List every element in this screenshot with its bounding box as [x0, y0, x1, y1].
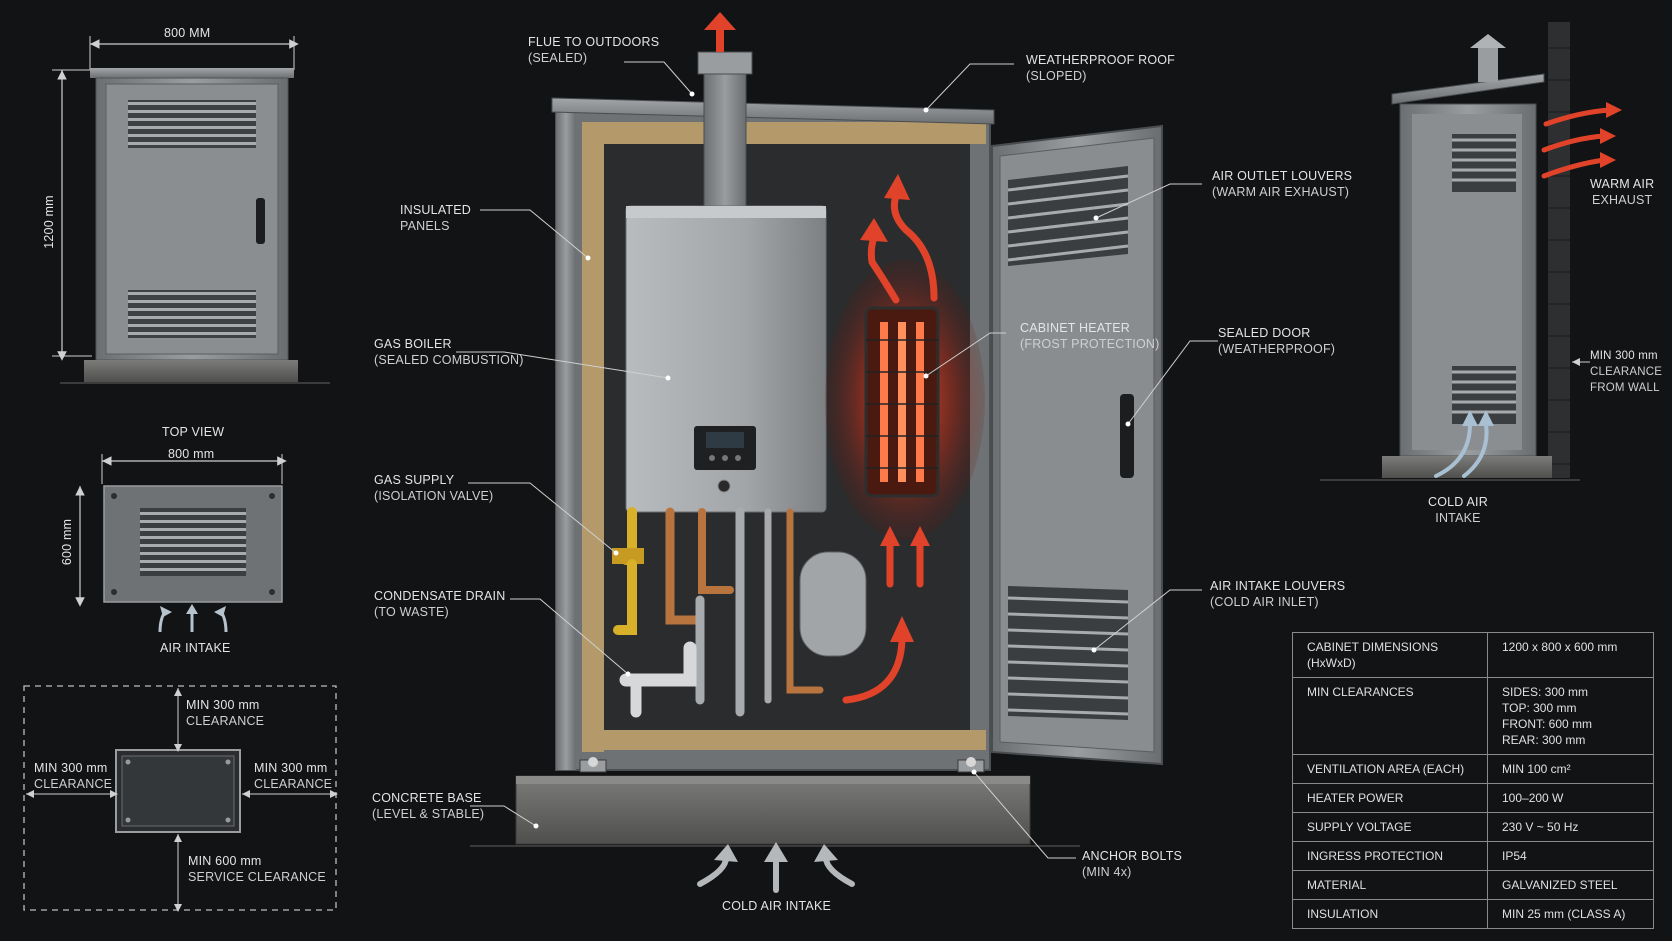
callout-anchor-bolts: ANCHOR BOLTS(MIN 4x): [1082, 849, 1183, 879]
top-view-width-label: 800 mm: [168, 447, 215, 461]
front-upper-louvers: [128, 100, 256, 148]
door-outlet-louvers: [1007, 166, 1129, 266]
spec-row: HEATER POWER 100–200 W: [1292, 783, 1654, 813]
callout-outlet-louvers: AIR OUTLET LOUVERS(WARM AIR EXHAUST): [1212, 169, 1353, 199]
spec-row: MATERIAL GALVANIZED STEEL: [1292, 870, 1654, 900]
spec-row: INSULATION MIN 25 mm (CLASS A): [1292, 899, 1654, 929]
callout-intake-louvers: AIR INTAKE LOUVERS(COLD AIR INLET): [1210, 579, 1346, 609]
spec-value-line: GALVANIZED STEEL: [1502, 878, 1618, 892]
spec-value: GALVANIZED STEEL: [1487, 870, 1654, 900]
clearance-plan: [23, 685, 338, 912]
leader-lines: [456, 61, 1218, 859]
anchor-bolt-icon: [579, 757, 985, 773]
spec-value: SIDES: 300 mm TOP: 300 mm FRONT: 600 mm REA…: [1487, 677, 1654, 755]
spec-value: IP54: [1487, 841, 1654, 871]
spec-key: INSULATION: [1292, 899, 1488, 929]
flue-arrow-up-icon: [704, 12, 736, 52]
spec-value-line: FRONT: 600 mm: [1502, 717, 1593, 731]
spec-row: MIN CLEARANCES SIDES: 300 mm TOP: 300 mm FR…: [1292, 677, 1654, 755]
warm-air-arrow-icon: [1541, 107, 1613, 179]
specifications-table: CABINET DIMENSIONS (HxWxD) 1200 x 800 x 6…: [1292, 632, 1654, 929]
front-lower-louvers: [128, 290, 256, 338]
spec-value: 230 V ~ 50 Hz: [1487, 812, 1654, 842]
spec-value-line: SIDES: 300 mm: [1502, 685, 1589, 699]
boiler-pipework: [612, 507, 824, 718]
top-view-depth-label: 600 mm: [60, 518, 75, 566]
top-view: [75, 454, 287, 633]
cold-air-arrow-icon: [1434, 422, 1489, 478]
callout-sealed-door: SEALED DOOR(WEATHERPROOF): [1218, 326, 1336, 356]
callout-concrete-base: CONCRETE BASE(LEVEL & STABLE): [372, 791, 485, 821]
spec-value-line: 1200 x 800 x 600 mm: [1502, 640, 1618, 654]
callout-cabinet-heater: CABINET HEATER(FROST PROTECTION): [1020, 321, 1160, 351]
callout-gas-supply: GAS SUPPLY(ISOLATION VALVE): [374, 473, 494, 503]
spec-key: INGRESS PROTECTION: [1292, 841, 1488, 871]
spec-key: CABINET DIMENSIONS (HxWxD): [1292, 632, 1488, 678]
door-intake-louvers: [1007, 586, 1129, 720]
door-handle-icon: [256, 198, 265, 244]
spec-value: 100–200 W: [1487, 783, 1654, 813]
spec-row: CABINET DIMENSIONS (HxWxD) 1200 x 800 x 6…: [1292, 632, 1654, 678]
spec-value: 1200 x 800 x 600 mm: [1487, 632, 1654, 678]
spec-key: SUPPLY VOLTAGE: [1292, 812, 1488, 842]
gas-boiler: [625, 205, 827, 513]
main-cabinet: [470, 12, 1163, 893]
spec-key: MATERIAL: [1292, 870, 1488, 900]
callout-roof: WEATHERPROOF ROOF(SLOPED): [1026, 53, 1175, 83]
spec-value-line: MIN 100 cm²: [1502, 762, 1571, 776]
side-view: [1320, 22, 1622, 481]
cabinet-heater: [825, 260, 985, 540]
spec-key: MIN CLEARANCES: [1292, 677, 1488, 755]
door-handle-icon: [1120, 394, 1134, 478]
callout-gas-boiler: GAS BOILER(SEALED COMBUSTION): [374, 337, 524, 367]
top-view-intake-label: AIR INTAKE: [160, 641, 231, 655]
spec-key: VENTILATION AREA (EACH): [1292, 754, 1488, 784]
front-elevation: [52, 36, 330, 384]
callout-flue: FLUE TO OUTDOORS(SEALED): [528, 35, 660, 65]
spec-value-line: IP54: [1502, 849, 1527, 863]
spec-key: HEATER POWER: [1292, 783, 1488, 813]
spec-value: MIN 100 cm²: [1487, 754, 1654, 784]
spec-value: MIN 25 mm (CLASS A): [1487, 899, 1654, 929]
sealed-door: [991, 124, 1163, 766]
cold-air-arrow-icon: [697, 855, 855, 893]
callout-condensate-drain: CONDENSATE DRAIN(TO WASTE): [374, 589, 506, 619]
warm-air-arrow-icon: [842, 192, 938, 704]
callout-cold-air-intake: COLD AIR INTAKE: [722, 899, 832, 913]
spec-row: INGRESS PROTECTION IP54: [1292, 841, 1654, 871]
spec-row: SUPPLY VOLTAGE 230 V ~ 50 Hz: [1292, 812, 1654, 842]
spec-value-line: REAR: 300 mm: [1502, 733, 1586, 747]
front-height-label: 1200 mm: [41, 195, 56, 249]
spec-value-line: TOP: 300 mm: [1502, 701, 1577, 715]
spec-value-line: MIN 25 mm (CLASS A): [1502, 907, 1626, 921]
front-width-label: 800 mm: [164, 26, 211, 40]
spec-value-line: 100–200 W: [1502, 791, 1564, 805]
spec-row: VENTILATION AREA (EACH) MIN 100 cm²: [1292, 754, 1654, 784]
spec-value-line: 230 V ~ 50 Hz: [1502, 820, 1579, 834]
top-view-title: TOP VIEW: [162, 425, 225, 439]
